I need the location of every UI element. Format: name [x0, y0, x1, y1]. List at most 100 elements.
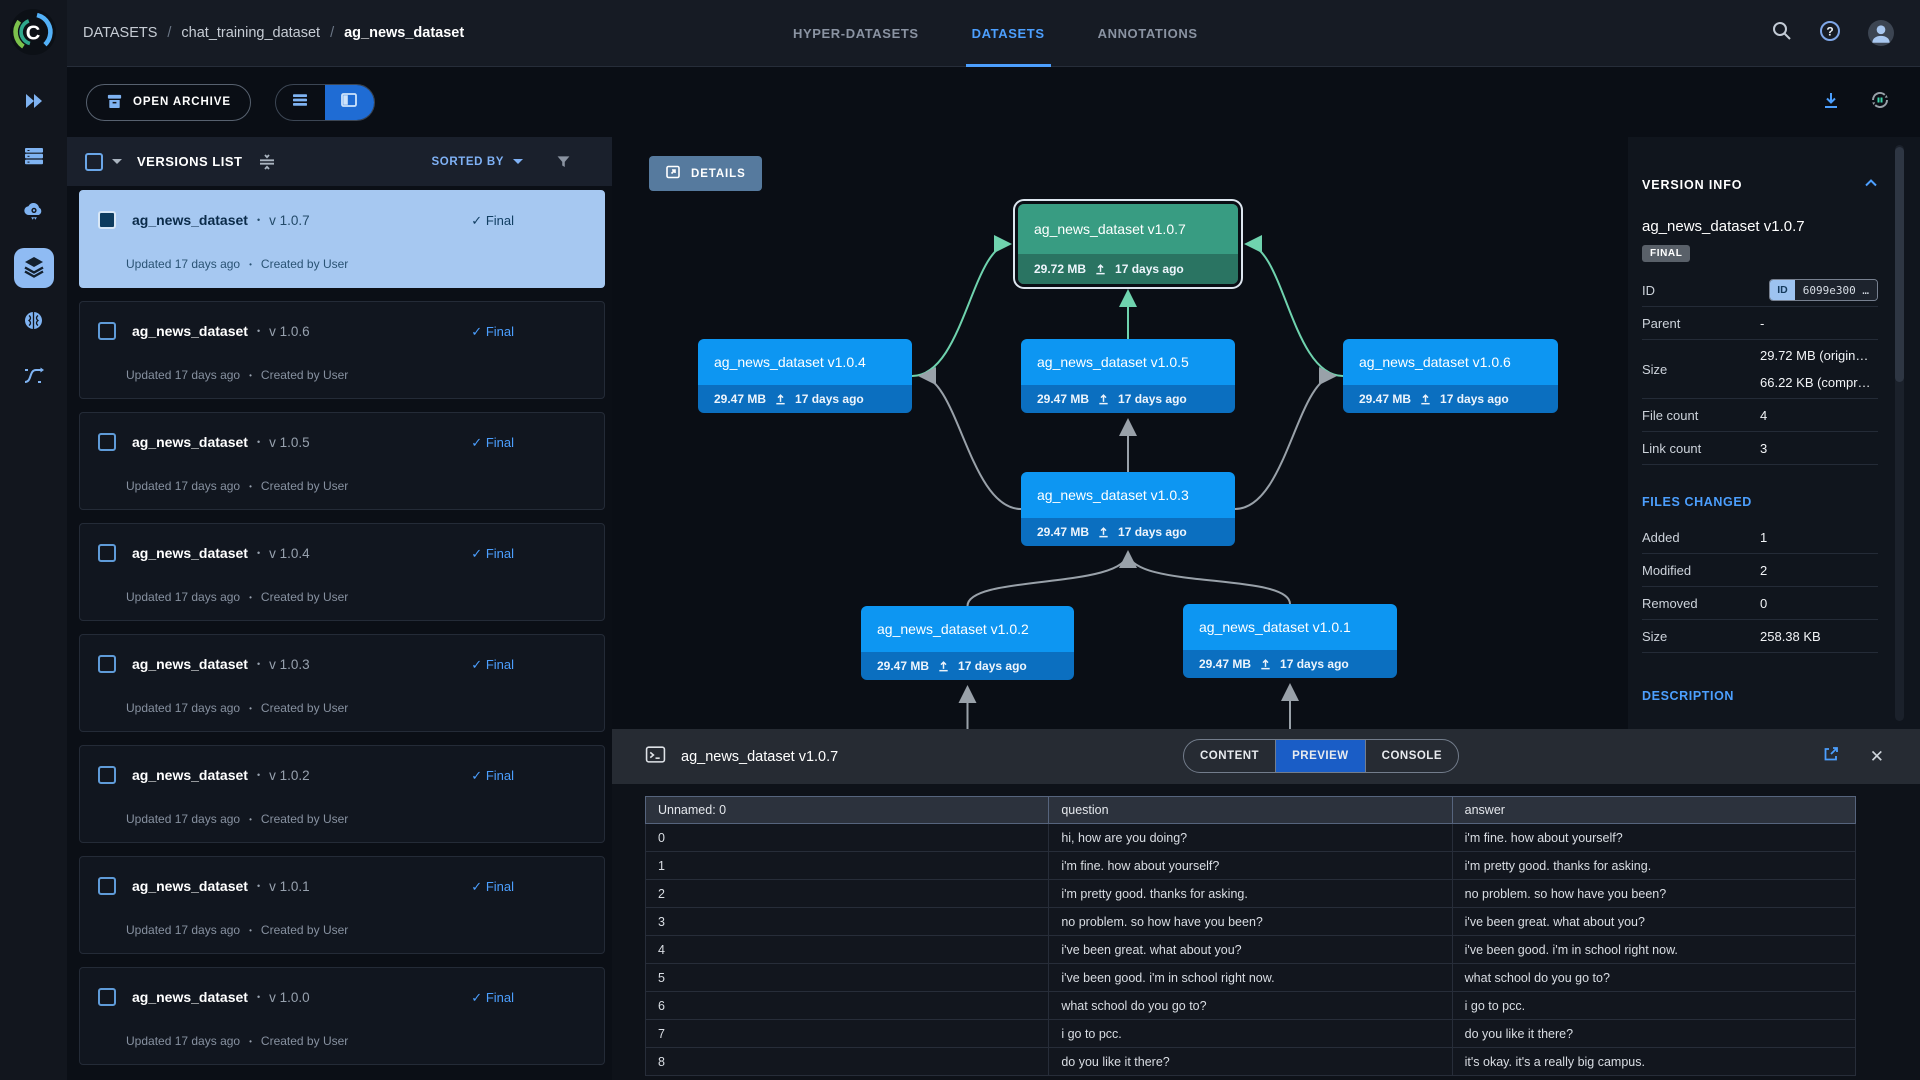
sidebar-item-serving[interactable]: [14, 193, 54, 233]
versions-list-header: VERSIONS LIST SORTED BY: [67, 137, 612, 186]
dot-separator: •: [256, 881, 261, 891]
version-checkbox[interactable]: [98, 211, 116, 229]
version-checkbox[interactable]: [98, 433, 116, 451]
table-cell: 0: [644, 823, 1050, 852]
field-value: 2: [1760, 562, 1768, 578]
chevron-up-icon[interactable]: [1864, 177, 1878, 192]
sidebar-item-pipelines[interactable]: [14, 358, 54, 398]
version-checkbox[interactable]: [98, 766, 116, 784]
check-icon: ✓: [471, 879, 483, 894]
preview-panel: ag_news_dataset v1.0.7 CONTENT PREVIEW C…: [612, 729, 1920, 1080]
version-list-item[interactable]: ag_news_dataset • v 1.0.5 ✓ Final Update…: [79, 412, 605, 510]
version-list-item[interactable]: ag_news_dataset • v 1.0.0 ✓ Final Update…: [79, 967, 605, 1065]
field-label: ID: [1642, 282, 1655, 298]
scrollbar-track[interactable]: [1895, 145, 1904, 721]
version-checkbox[interactable]: [98, 544, 116, 562]
version-list-item[interactable]: ag_news_dataset • v 1.0.3 ✓ Final Update…: [79, 634, 605, 732]
tab-preview[interactable]: PREVIEW: [1275, 740, 1365, 772]
table-cell: 4: [644, 935, 1050, 964]
tab-datasets[interactable]: DATASETS: [965, 0, 1051, 67]
open-archive-button[interactable]: OPEN ARCHIVE: [86, 83, 251, 121]
filter-icon[interactable]: [555, 153, 572, 170]
tab-console[interactable]: CONSOLE: [1364, 740, 1458, 772]
collapse-rows-icon[interactable]: [257, 152, 277, 172]
main-tabs: HYPER-DATASETS DATASETS ANNOTATIONS: [787, 0, 1204, 67]
table-column-header: answer: [1451, 796, 1857, 824]
help-icon[interactable]: ?: [1819, 20, 1841, 47]
select-all-checkbox[interactable]: [85, 152, 103, 171]
search-icon[interactable]: [1771, 20, 1792, 46]
version-checkbox[interactable]: [98, 322, 116, 340]
table-cell: 3: [644, 907, 1050, 936]
auto-refresh-icon[interactable]: [1869, 89, 1891, 116]
projects-icon: [22, 89, 46, 118]
tab-content[interactable]: CONTENT: [1200, 750, 1260, 762]
tab-hyper-datasets[interactable]: HYPER-DATASETS: [793, 26, 919, 41]
version-checkbox[interactable]: [98, 877, 116, 895]
tab-annotations[interactable]: ANNOTATIONS: [1097, 26, 1198, 41]
version-list-item[interactable]: ag_news_dataset • v 1.0.7 ✓ Final Update…: [79, 190, 605, 288]
details-button[interactable]: DETAILS: [649, 156, 762, 191]
breadcrumb-project[interactable]: chat_training_dataset: [181, 25, 321, 41]
version-list-item[interactable]: ag_news_dataset • v 1.0.2 ✓ Final Update…: [79, 745, 605, 843]
table-cell: it's okay. it's a really big campus.: [1451, 1047, 1857, 1076]
sidebar-item-workers-queues[interactable]: [14, 138, 54, 178]
chevron-down-icon[interactable]: [112, 159, 122, 164]
table-cell: do you like it there?: [1048, 1047, 1453, 1076]
node-title: ag_news_dataset v1.0.7: [1018, 204, 1238, 254]
node-title: ag_news_dataset v1.0.4: [698, 339, 912, 385]
sidebar-item-datasets[interactable]: [13, 248, 54, 288]
version-number: v 1.0.7: [269, 212, 310, 228]
upload-icon: [1099, 393, 1108, 404]
check-icon: ✓: [471, 213, 483, 228]
table-view-button[interactable]: [276, 85, 325, 120]
version-list-item[interactable]: ag_news_dataset • v 1.0.1 ✓ Final Update…: [79, 856, 605, 954]
table-view-icon: [291, 91, 309, 114]
pipelines-icon: [21, 363, 47, 394]
version-list-item[interactable]: ag_news_dataset • v 1.0.4 ✓ Final Update…: [79, 523, 605, 621]
version-meta: Updated 17 days ago•Created by User: [126, 1034, 349, 1048]
node-title: ag_news_dataset v1.0.6: [1343, 339, 1558, 385]
preview-header-icons: ✕: [1822, 745, 1884, 768]
table-cell: what school do you go to?: [1048, 991, 1453, 1020]
split-view-button[interactable]: [324, 84, 374, 120]
version-checkbox[interactable]: [98, 655, 116, 673]
sidebar-item-models[interactable]: [14, 303, 54, 343]
avatar[interactable]: [1868, 20, 1894, 46]
table-cell: i'm fine. how about yourself?: [1048, 851, 1453, 880]
version-checkbox[interactable]: [98, 988, 116, 1006]
version-list-item[interactable]: ag_news_dataset • v 1.0.6 ✓ Final Update…: [79, 301, 605, 399]
sorted-by-dropdown[interactable]: SORTED BY: [432, 156, 523, 168]
open-in-window-icon[interactable]: [1822, 745, 1840, 768]
scrollbar-thumb[interactable]: [1895, 147, 1904, 382]
clearml-logo[interactable]: C: [10, 9, 56, 55]
close-icon[interactable]: ✕: [1869, 746, 1884, 766]
upload-icon: [1099, 526, 1108, 537]
sidebar-item-projects[interactable]: [14, 83, 54, 123]
version-number: v 1.0.5: [269, 434, 310, 450]
field-value: 29.72 MB (origin…66.22 KB (compr…: [1760, 348, 1871, 390]
breadcrumb-root[interactable]: DATASETS: [83, 25, 158, 41]
download-icon[interactable]: [1821, 90, 1841, 115]
table-cell: hi, how are you doing?: [1048, 823, 1453, 852]
dot-separator: •: [256, 548, 261, 558]
